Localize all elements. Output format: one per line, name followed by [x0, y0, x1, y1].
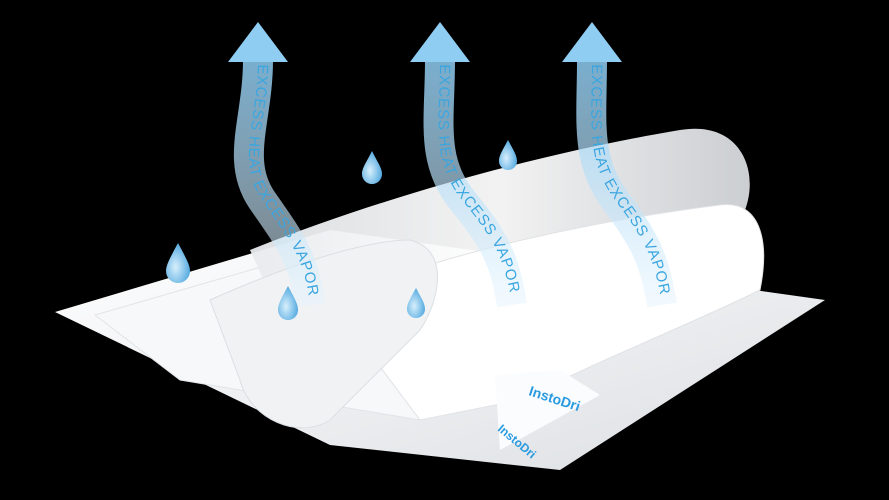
droplet-icon	[166, 243, 190, 283]
curled-front-layer	[209, 239, 438, 429]
arrow-head-icon	[228, 22, 288, 62]
arrow-head-icon	[410, 22, 470, 62]
arrow-head-icon	[562, 22, 622, 62]
backing-label: InstoDri InstoDri	[495, 370, 600, 461]
droplet-icon	[499, 140, 517, 170]
droplet-icon	[407, 288, 425, 318]
droplets	[166, 140, 517, 320]
droplet-icon	[362, 151, 382, 184]
droplet-icon	[278, 286, 298, 320]
